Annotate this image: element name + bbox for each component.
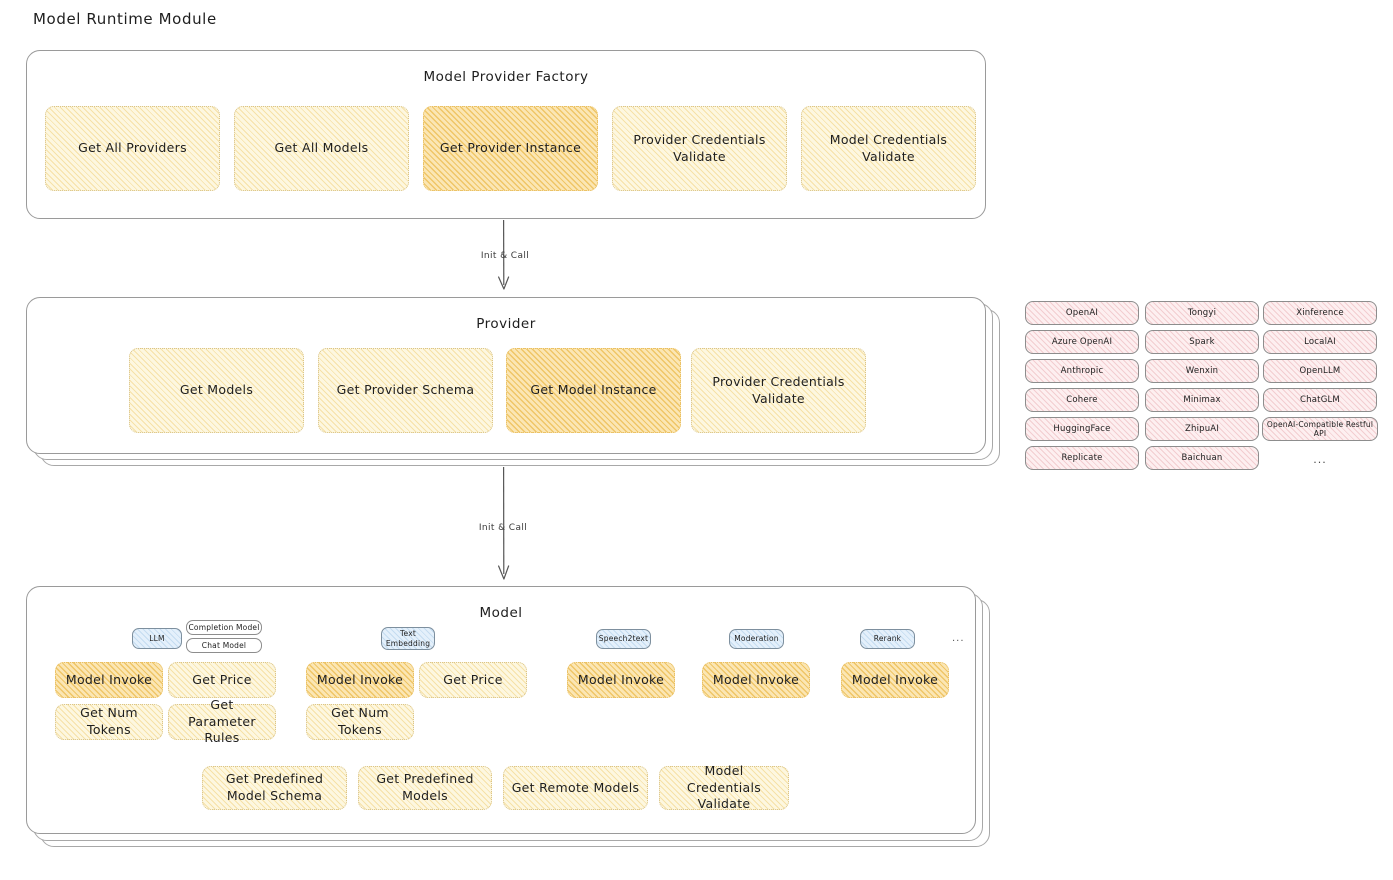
provider-list-more-ellipsis: ... xyxy=(1313,453,1327,466)
provider-node-get-models[interactable]: Get Models xyxy=(129,348,304,433)
provider-chip-baichuan[interactable]: Baichuan xyxy=(1145,446,1259,470)
provider-node-provider-credentials-validate[interactable]: Provider Credentials Validate xyxy=(691,348,866,433)
provider-title: Provider xyxy=(476,316,536,332)
factory-node-provider-credentials-validate[interactable]: Provider Credentials Validate xyxy=(612,106,787,191)
provider-node-get-provider-schema[interactable]: Get Provider Schema xyxy=(318,348,493,433)
model-type-pill-speech2text[interactable]: Speech2text xyxy=(596,629,651,649)
provider-chip-zhipuai[interactable]: ZhipuAI xyxy=(1145,417,1259,441)
llm-method-model-invoke[interactable]: Model Invoke xyxy=(55,662,163,698)
provider-chip-huggingface[interactable]: HuggingFace xyxy=(1025,417,1139,441)
provider-node-get-model-instance[interactable]: Get Model Instance xyxy=(506,348,681,433)
text-embedding-method-model-invoke[interactable]: Model Invoke xyxy=(306,662,414,698)
arrow-factory-to-provider xyxy=(498,219,510,290)
llm-method-get-parameter-rules[interactable]: Get Parameter Rules xyxy=(168,697,276,745)
model-shared-method-get-predefined-model-schema[interactable]: Get Predefined Model Schema xyxy=(202,766,347,810)
provider-chip-tongyi[interactable]: Tongyi xyxy=(1145,301,1259,325)
arrow-label-init-and-call-1: Init & Call xyxy=(480,251,530,261)
factory-node-get-provider-instance[interactable]: Get Provider Instance xyxy=(423,106,598,191)
provider-chip-wenxin[interactable]: Wenxin xyxy=(1145,359,1259,383)
model-shared-method-model-credentials-validate[interactable]: Model Credentials Validate xyxy=(659,763,789,811)
provider-chip-cohere[interactable]: Cohere xyxy=(1025,388,1139,412)
factory-node-get-all-models[interactable]: Get All Models xyxy=(234,106,409,191)
llm-method-get-price[interactable]: Get Price xyxy=(168,662,276,698)
arrow-label-init-and-call-2: Init & Call xyxy=(478,523,528,533)
provider-chip-openai[interactable]: OpenAI xyxy=(1025,301,1139,325)
rerank-method-model-invoke[interactable]: Model Invoke xyxy=(841,662,949,698)
factory-node-get-all-providers[interactable]: Get All Providers xyxy=(45,106,220,191)
model-provider-factory-title: Model Provider Factory xyxy=(423,69,589,85)
model-provider-factory-panel: Model Provider Factory Get All Providers… xyxy=(26,50,986,219)
provider-chip-minimax[interactable]: Minimax xyxy=(1145,388,1259,412)
llm-method-get-num-tokens[interactable]: Get Num Tokens xyxy=(55,704,163,740)
model-panel: Model LLM Completion Model Chat Model Mo… xyxy=(26,586,976,834)
text-embedding-method-get-price[interactable]: Get Price xyxy=(419,662,527,698)
provider-chip-openllm[interactable]: OpenLLM xyxy=(1263,359,1377,383)
provider-chip-anthropic[interactable]: Anthropic xyxy=(1025,359,1139,383)
model-subtype-pill-chat-model[interactable]: Chat Model xyxy=(186,638,262,653)
model-type-pill-llm[interactable]: LLM xyxy=(132,628,182,649)
provider-chip-openai-compatible-restful-api[interactable]: OpenAI-Compatible Restful API xyxy=(1262,417,1378,441)
factory-node-model-credentials-validate[interactable]: Model Credentials Validate xyxy=(801,106,976,191)
provider-chip-replicate[interactable]: Replicate xyxy=(1025,446,1139,470)
provider-chip-spark[interactable]: Spark xyxy=(1145,330,1259,354)
provider-panel: Provider Get Models Get Provider Schema … xyxy=(26,297,986,454)
model-type-pill-rerank[interactable]: Rerank xyxy=(860,629,915,649)
arrow-provider-to-model xyxy=(498,466,510,580)
model-shared-method-get-remote-models[interactable]: Get Remote Models xyxy=(503,766,648,810)
model-types-more-ellipsis: ... xyxy=(952,633,965,644)
provider-chip-chatglm[interactable]: ChatGLM xyxy=(1263,388,1377,412)
speech2text-method-model-invoke[interactable]: Model Invoke xyxy=(567,662,675,698)
model-shared-method-get-predefined-models[interactable]: Get Predefined Models xyxy=(358,766,492,810)
model-subtype-pill-completion-model[interactable]: Completion Model xyxy=(186,620,262,635)
text-embedding-method-get-num-tokens[interactable]: Get Num Tokens xyxy=(306,704,414,740)
provider-chip-localai[interactable]: LocalAI xyxy=(1263,330,1377,354)
provider-chip-azure-openai[interactable]: Azure OpenAI xyxy=(1025,330,1139,354)
model-type-pill-text-embedding[interactable]: Text Embedding xyxy=(381,627,435,650)
moderation-method-model-invoke[interactable]: Model Invoke xyxy=(702,662,810,698)
model-title: Model xyxy=(479,605,523,621)
model-type-pill-moderation[interactable]: Moderation xyxy=(729,629,784,649)
provider-chip-xinference[interactable]: Xinference xyxy=(1263,301,1377,325)
page-title: Model Runtime Module xyxy=(33,10,217,28)
